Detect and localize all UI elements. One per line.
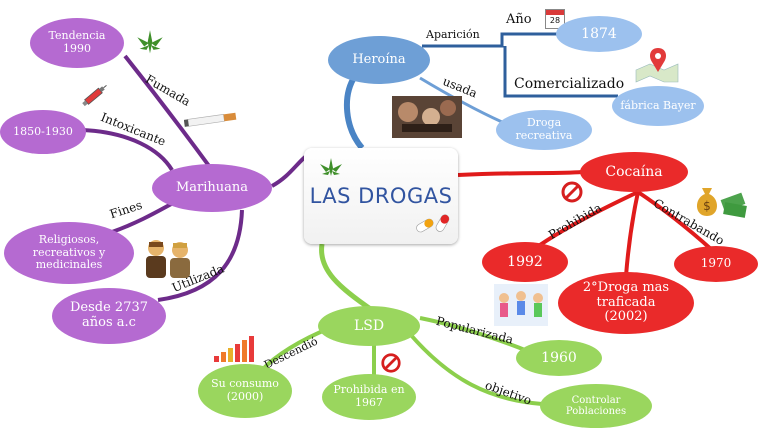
node-segunda: 2°Droga mas traficada (2002) [558,272,694,334]
node-marihuana: Marihuana [152,164,272,212]
connector-lsd-controlar [408,332,543,406]
center-card: LAS DROGAS [304,148,458,244]
calendar-icon: 28 [545,9,565,29]
node-1874: 1874 [556,16,642,52]
connector-heroina-recreativa [419,76,503,124]
node-bayer: fábrica Bayer [612,86,704,126]
node-1960: 1960 [516,340,602,376]
prohibited-icon [381,353,401,373]
connector-heroina-1874 [422,32,560,48]
node-tendencia: Tendencia 1990 [30,18,124,68]
cannabis-leaf-icon [137,30,163,54]
node-lsd: LSD [318,306,420,346]
node-controlar: Controlar Poblaciones [540,384,652,428]
node-heroina: Heroína [328,36,430,84]
money-bag-icon: $ [696,188,747,218]
connector-lsd-1960 [419,316,531,354]
pills-icon [416,214,450,233]
label-anio: Año [506,12,532,27]
label-aparicion: Aparición [426,28,480,41]
node-desde: Desde 2737 años a.c [52,288,166,344]
node-consumo: Su consumo (2000) [198,364,292,418]
svg-text:$: $ [703,199,711,213]
connector-center-heroina [343,74,365,150]
node-religiosos: Religiosos, recreativos y medicinales [4,222,134,284]
connector-center-lsd [319,243,374,313]
node-prohibida-1967: Prohibida en 1967 [322,374,416,420]
node-1850: 1850-1930 [0,110,86,154]
center-title: LAS DROGAS [309,184,453,208]
syringe-icon [82,84,107,107]
cigarette-icon [184,112,237,127]
connector-1850 [81,128,174,172]
node-1970: 1970 [674,246,758,282]
connector-cocaina-segunda [624,191,640,277]
connector-cocaina-1970 [636,190,714,252]
connector-tendencia [123,54,214,172]
node-1992: 1992 [482,242,568,282]
bar-chart-icon [214,336,254,362]
connector-center-cocaina [457,170,583,177]
prohibited-icon [561,181,583,203]
drug-use-photo [392,96,462,138]
node-cocaina: Cocaína [580,152,688,192]
connector-desde [157,209,244,302]
people-smoking-icon [146,240,190,278]
calendar-day: 28 [549,16,561,25]
crowd-icon [494,284,548,326]
map-pin-icon [635,48,679,83]
node-recreativa: Droga recreativa [496,110,592,150]
label-comercializado: Comercializado [514,76,625,92]
cannabis-leaf-icon [320,158,342,176]
connector-heroina-bayer [503,46,618,98]
